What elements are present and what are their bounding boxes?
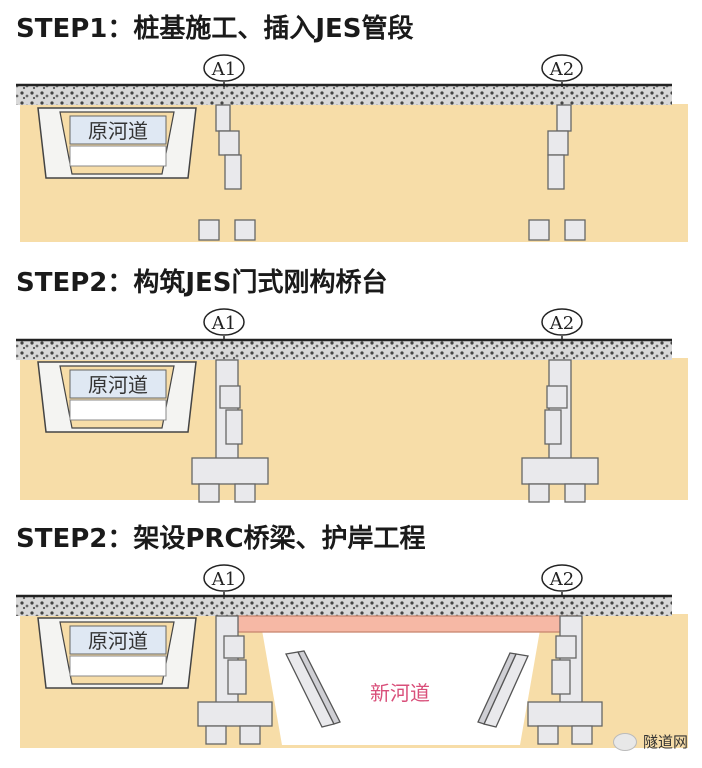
step2-old-river-label: 原河道: [88, 373, 148, 397]
step1-jes-segments-a1: [215, 104, 242, 190]
step2-a2-abutment: [521, 359, 599, 503]
step3-revetment-right: [477, 652, 529, 728]
step2-old-river-culvert: [37, 361, 197, 433]
wechat-icon: [612, 732, 637, 751]
step2-panel: 原河道 A1 A2: [16, 308, 688, 503]
step2-a1-label: A1: [211, 313, 236, 334]
step2-gravel-road: [16, 340, 672, 360]
step1-a2-marker: [541, 54, 583, 82]
step3-old-river-label: 原河道: [88, 629, 148, 653]
step1-a1-marker: [203, 54, 245, 82]
step2-a1-marker: [203, 308, 245, 336]
step1-pile-heads: [198, 219, 586, 241]
step1-title: STEP1：桩基施工、插入JES管段: [16, 14, 414, 44]
step1-jes-segments-a2: [547, 104, 572, 190]
step3-title: STEP2：架设PRC桥梁、护岸工程: [16, 524, 426, 554]
watermark-text: 隧道网: [642, 733, 688, 751]
step3-a1-label: A1: [211, 569, 236, 590]
step1-old-river-culvert: [37, 107, 197, 179]
watermark: 隧道网: [612, 731, 688, 752]
step3-a2-abutment: [527, 615, 603, 745]
step3-gravel-road: [16, 596, 672, 616]
step2-a1-abutment: [191, 359, 269, 503]
step1-gravel-road: [16, 85, 672, 105]
step1-a1-label: A1: [211, 59, 236, 80]
step3-prc-beam: [231, 615, 579, 633]
step2-a2-label: A2: [549, 313, 574, 334]
step3-a2-marker: [541, 564, 583, 592]
step3-panel: 原河道 A1 A2: [16, 564, 688, 748]
step3-revetment-left: [285, 650, 341, 728]
step1-panel: 原河道 A1 A2: [16, 54, 688, 242]
step2-title: STEP2：构筑JES门式刚构桥台: [16, 268, 388, 298]
step3-a2-label: A2: [549, 569, 574, 590]
step3-old-river-culvert: [37, 617, 197, 689]
step2-a2-marker: [541, 308, 583, 336]
step3-a1-marker: [203, 564, 245, 592]
step1-old-river-label: 原河道: [88, 119, 148, 143]
step1-a2-label: A2: [549, 59, 574, 80]
step3-a1-abutment: [197, 615, 273, 745]
step3-new-river-label: 新河道: [370, 681, 430, 705]
